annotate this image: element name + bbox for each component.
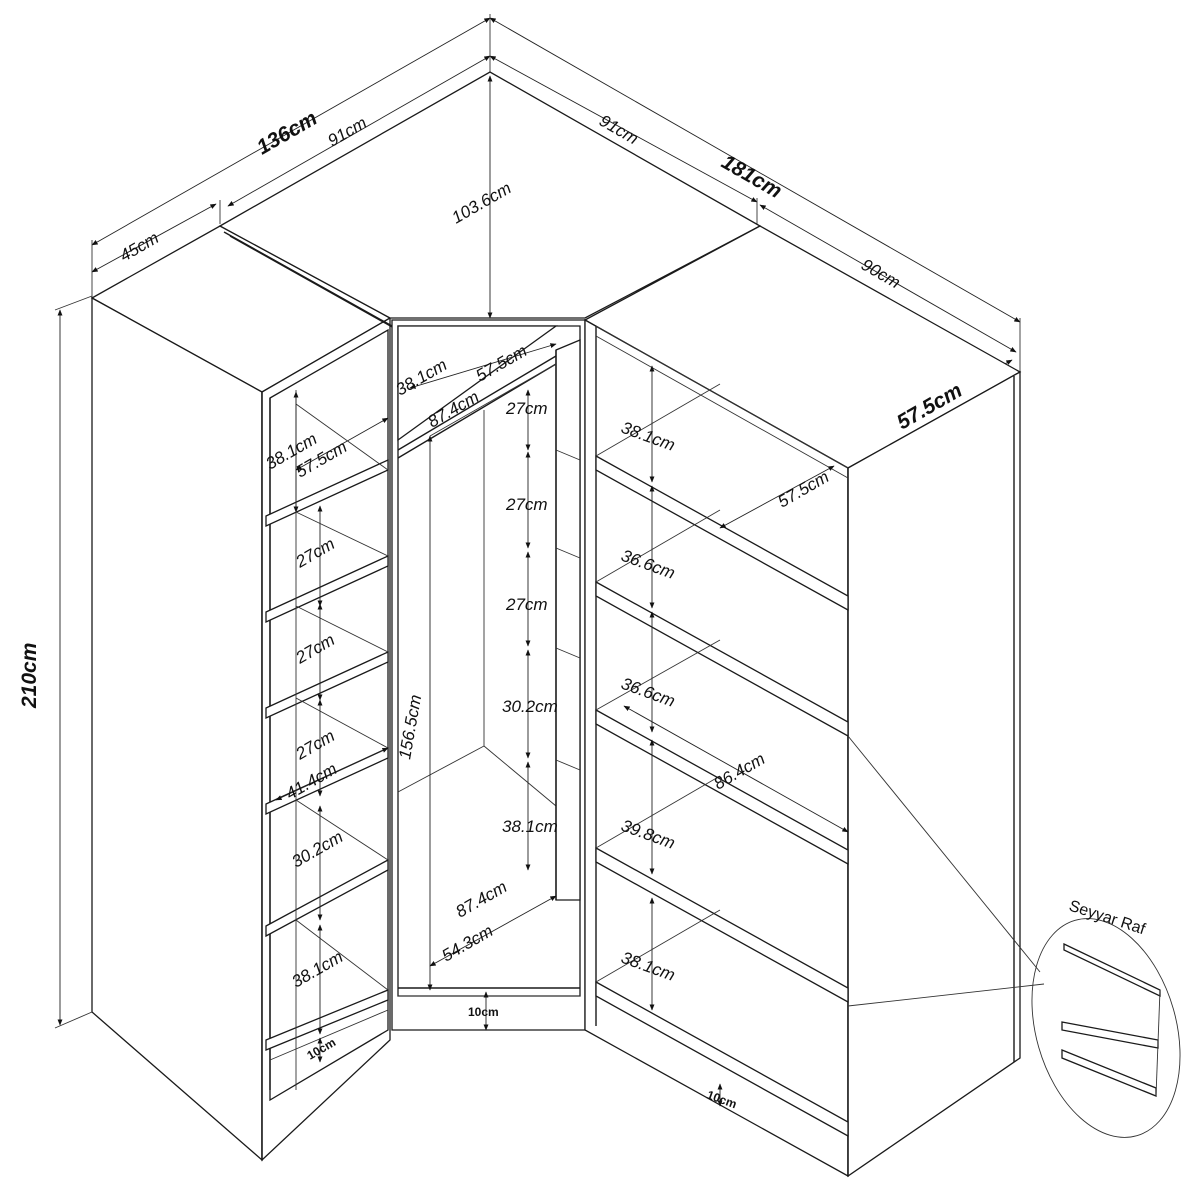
- label-callout-title: Seyyar Raf: [1067, 898, 1148, 939]
- label-corner-plinth: 10cm: [468, 1005, 499, 1019]
- label-corner-inner-2: 27cm: [505, 495, 548, 514]
- label-corner-inner-4: 30.2cm: [502, 697, 558, 716]
- corner-unit: [391, 319, 586, 1031]
- label-left-depth: 45cm: [117, 228, 163, 265]
- height-dimension: [54, 295, 93, 1029]
- top-dimension-lines: [91, 14, 1021, 449]
- label-corner-inner-1: 27cm: [505, 399, 548, 418]
- callout-seyyar-raf: [847, 735, 1181, 1138]
- label-total-right: 181cm: [718, 150, 786, 203]
- label-height: 210cm: [18, 643, 41, 709]
- left-unit: [90, 225, 392, 1162]
- label-corner-inner-3: 27cm: [505, 595, 548, 614]
- right-unit: [583, 225, 1022, 1178]
- label-total-left: 136cm: [253, 107, 321, 160]
- label-corner-inner-5: 38.1cm: [502, 817, 558, 836]
- left-unit-dimension-arrows: [275, 391, 389, 1063]
